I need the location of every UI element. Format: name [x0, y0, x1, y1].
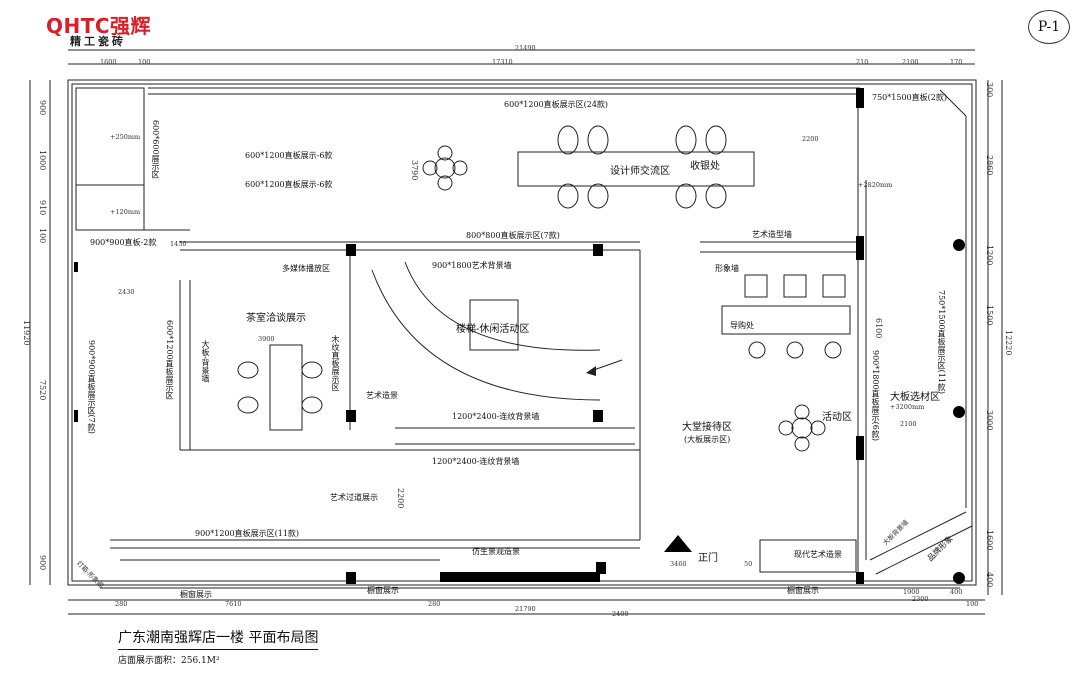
label-left-vert-2: 600*1200直板展示区	[165, 320, 174, 400]
dim-top-seg: 170	[950, 58, 963, 66]
dim-misc: 6100	[874, 318, 883, 339]
dim-right-seg: 1500	[985, 305, 994, 326]
dim-left-total: 11920	[22, 320, 31, 346]
dim-bottom-total: 21790	[515, 605, 536, 613]
label-bionic: 仿生景观造景	[472, 547, 520, 556]
dim-misc: 2430	[118, 288, 135, 296]
dim-left-seg: 910	[38, 200, 47, 216]
label-wall-1200-a: 1200*2400-连纹背景墙	[452, 412, 540, 421]
label-modern-art: 现代艺术造景	[794, 550, 842, 559]
label-wall-1200-b: 1200*2400-连纹背景墙	[432, 457, 520, 466]
dim-left-seg: 1000	[38, 150, 47, 171]
label-display-11: 900*1200直板展示区(11款)	[195, 529, 300, 538]
dim-bottom-seg: 7610	[225, 600, 242, 608]
dim-misc: 3460	[670, 560, 687, 568]
dim-misc: 2200	[802, 135, 819, 143]
dim-left-seg: 900	[38, 100, 47, 116]
label-tea-room: 茶室洽谈展示	[246, 313, 306, 324]
label-panel-900-2: 900*900直板-2款	[90, 238, 157, 247]
label-art-corridor: 艺术过道展示	[330, 493, 378, 502]
label-art-making: 艺术造景	[366, 391, 398, 400]
dim-misc: 2400	[612, 610, 629, 618]
dim-misc: 2200	[396, 488, 405, 509]
label-elev-250: +250mm	[110, 133, 141, 141]
label-window-3: 橱窗展示	[787, 586, 819, 595]
dim-misc: 1450	[170, 240, 187, 248]
label-left-vert-6: 600*600展示区	[151, 120, 160, 179]
label-panel-6a: 600*1200直板展示-6款	[245, 151, 333, 160]
label-display-2: 750*1500直板(2款)	[872, 93, 947, 102]
dim-misc: 100	[966, 600, 979, 608]
label-left-vert-display: 900*900直板展示区(7款)	[87, 340, 96, 434]
dim-misc: 2100	[900, 420, 917, 428]
label-main-door: 正门	[698, 553, 718, 564]
label-elev-3200: +3200mm	[890, 403, 925, 411]
dim-right-seg: 400	[985, 572, 994, 588]
dim-right-seg: 3000	[985, 410, 994, 431]
dim-left-seg: 100	[38, 228, 47, 244]
dim-top-seg: 17310	[492, 58, 513, 66]
label-display-800: 800*800直板展示区(7款)	[466, 231, 560, 240]
dim-right-seg: 1600	[985, 530, 994, 551]
dim-right-seg: 300	[985, 82, 994, 98]
dim-right-seg: 2860	[985, 155, 994, 176]
label-big-board-bg: 大板-背景墙	[201, 340, 210, 383]
dim-top-total: 21490	[515, 44, 536, 52]
dim-top-seg: 100	[138, 58, 151, 66]
drawing-title: 广东潮南强辉店一楼 平面布局图	[118, 627, 319, 650]
dim-bottom-seg: 400	[950, 588, 963, 596]
dim-left-seg: 7520	[38, 380, 47, 401]
dim-bottom-seg: 1900	[903, 588, 920, 596]
page-number-badge: P-1	[1028, 10, 1070, 44]
dim-left-seg: 900	[38, 555, 47, 571]
label-stair-leisure: 楼梯-休闲活动区	[456, 324, 530, 335]
drawing-subtitle: 店面展示面积：256.1M²	[118, 656, 220, 666]
label-wood-display: 木纹直板展示区	[331, 335, 340, 391]
label-elev-2820: +2820mm	[858, 181, 893, 189]
dim-bottom-seg: 2300	[912, 595, 929, 603]
label-art-shape-wall: 艺术造型墙	[752, 230, 792, 239]
dim-top-seg: 210	[856, 58, 869, 66]
label-window-2: 橱窗展示	[367, 586, 399, 595]
brand-tagline: 精工瓷砖	[70, 35, 126, 48]
label-panel-6b: 600*1200直板展示-6款	[245, 180, 333, 189]
label-art-wall-900: 900*1800艺术背景墙	[432, 261, 512, 270]
label-right-vert-display: 750*1500直板展示区(11款)	[937, 290, 946, 395]
label-designer: 设计师交流区	[610, 166, 670, 177]
brand-logo: QHTC强辉	[46, 14, 152, 38]
label-mid-vert-display: 900*1800直板展示(6款)	[871, 350, 880, 441]
dim-bottom-seg: 280	[428, 600, 441, 608]
dim-misc: 3790	[410, 160, 419, 181]
label-elev-120: +120mm	[110, 208, 141, 216]
dim-right-total: 12220	[1004, 330, 1013, 356]
label-activity: 活动区	[822, 412, 852, 423]
dim-top-seg: 2100	[902, 58, 919, 66]
label-multimedia: 多媒体播放区	[282, 264, 330, 273]
dim-right-seg: 1200	[985, 245, 994, 266]
label-big-board-area: 大板选材区	[890, 392, 940, 403]
label-window-1: 橱窗展示	[180, 590, 212, 599]
label-display-24: 600*1200直板展示区(24款)	[504, 100, 609, 109]
dim-misc: 3900	[258, 335, 275, 343]
label-shopping-guide: 导购处	[730, 321, 754, 330]
label-image-wall: 形象墙	[715, 264, 739, 273]
label-lobby-sub: (大板展示区)	[684, 435, 731, 444]
dim-bottom-seg: 280	[115, 600, 128, 608]
label-lobby: 大堂接待区	[682, 422, 732, 433]
label-cashier: 收银处	[690, 161, 720, 172]
dim-top-seg: 1600	[100, 58, 117, 66]
dim-misc: 50	[744, 560, 753, 568]
